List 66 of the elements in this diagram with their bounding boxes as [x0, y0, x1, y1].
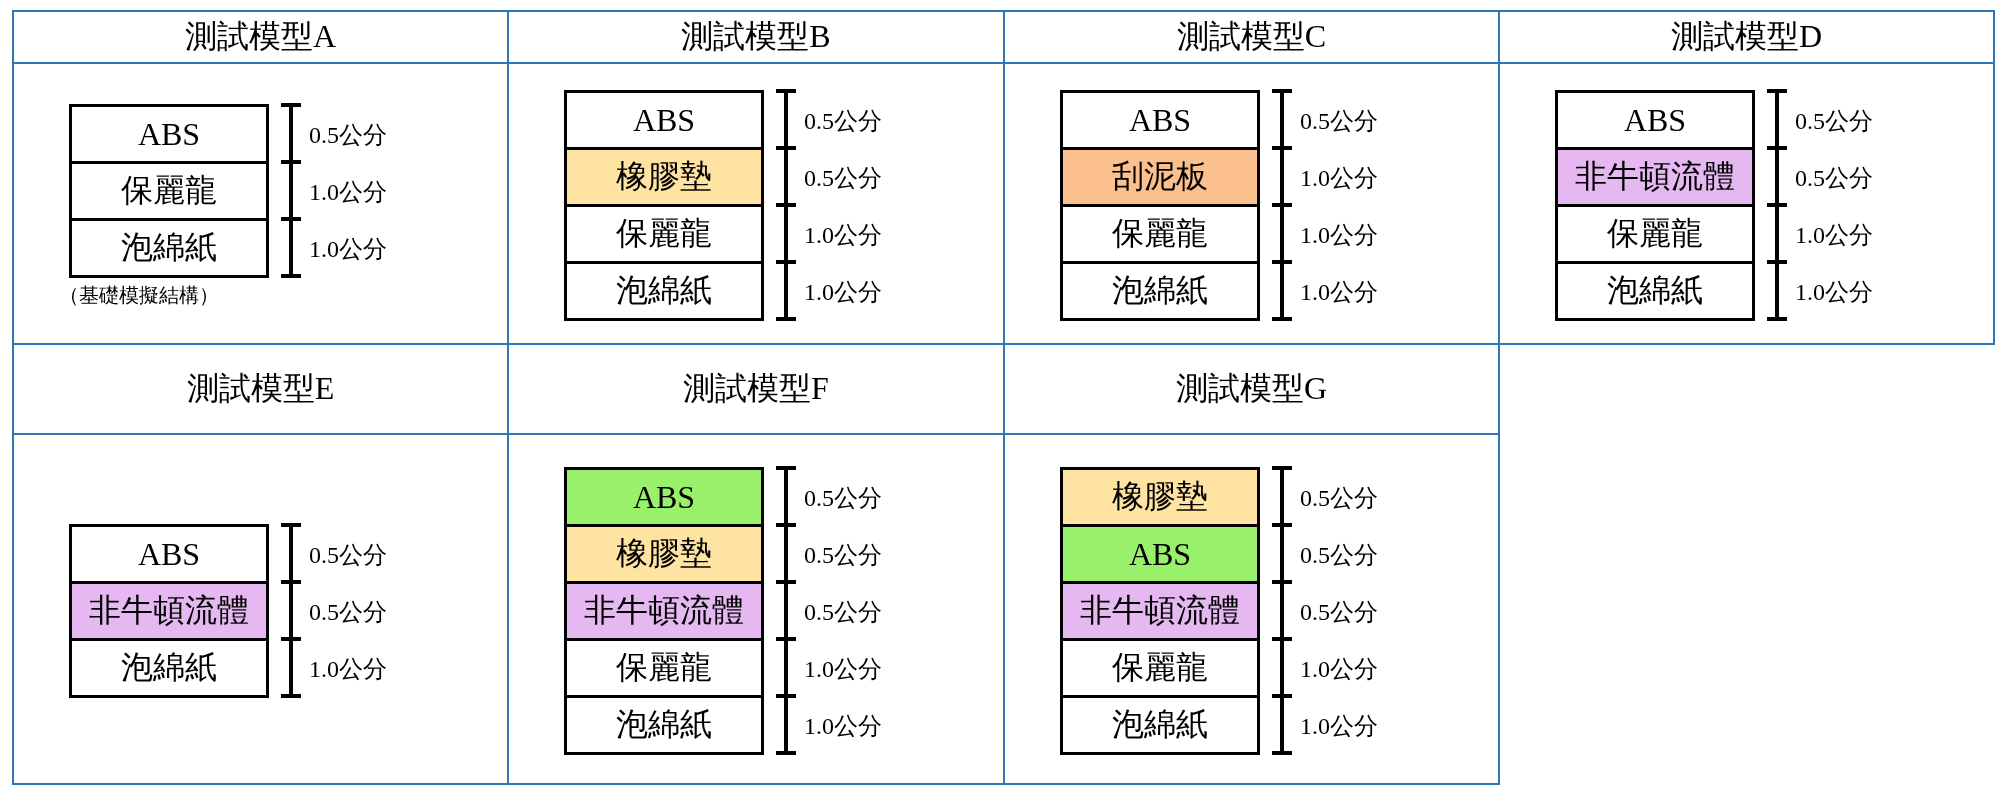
- layer-box: 泡綿紙: [564, 695, 764, 755]
- dimension-label: 0.5公分: [804, 107, 882, 136]
- dimension-label: 0.5公分: [309, 598, 387, 627]
- dimension-label: 0.5公分: [309, 541, 387, 570]
- dimension-label: 1.0公分: [1300, 278, 1378, 307]
- table-panel: [1003, 343, 1500, 785]
- dimension-label: 1.0公分: [309, 655, 387, 684]
- panel-heading: 測試模型A: [14, 12, 507, 64]
- dimension-label: 0.5公分: [1300, 541, 1378, 570]
- panel-heading: 測試模型B: [509, 12, 1003, 64]
- table-panel: [12, 343, 509, 785]
- layer-box: 泡綿紙: [564, 261, 764, 321]
- dimension-label: 1.0公分: [1795, 221, 1873, 250]
- layer-box: 保麗龍: [1555, 204, 1755, 264]
- dimension-label: 1.0公分: [309, 178, 387, 207]
- layer-box: ABS: [1060, 524, 1260, 584]
- layer-box: 保麗龍: [564, 638, 764, 698]
- layer-box: 泡綿紙: [1555, 261, 1755, 321]
- dimension-label: 0.5公分: [1300, 107, 1378, 136]
- panel-heading: 測試模型G: [1005, 345, 1498, 435]
- dimension-label: 1.0公分: [1300, 655, 1378, 684]
- dimension-label: 0.5公分: [804, 541, 882, 570]
- dimension-label: 0.5公分: [1300, 484, 1378, 513]
- layer-box: 橡膠墊: [564, 524, 764, 584]
- dimension-label: 1.0公分: [1300, 712, 1378, 741]
- layer-box: ABS: [564, 90, 764, 150]
- layer-box: 橡膠墊: [1060, 467, 1260, 527]
- layer-box: ABS: [564, 467, 764, 527]
- layer-box: 保麗龍: [564, 204, 764, 264]
- layer-box: 橡膠墊: [564, 147, 764, 207]
- node-label: （基礎模擬結構）: [59, 283, 219, 308]
- table-panel: [1498, 10, 1995, 345]
- dimension-label: 0.5公分: [1300, 598, 1378, 627]
- layer-box: 非牛頓流體: [564, 581, 764, 641]
- dimension-label: 1.0公分: [309, 235, 387, 264]
- dimension-label: 0.5公分: [804, 598, 882, 627]
- dimension-label: 0.5公分: [804, 484, 882, 513]
- dimension-label: 1.0公分: [804, 221, 882, 250]
- layer-box: 非牛頓流體: [1060, 581, 1260, 641]
- layer-box: 泡綿紙: [69, 638, 269, 698]
- dimension-label: 1.0公分: [804, 712, 882, 741]
- table-panel: [12, 10, 509, 345]
- dimension-label: 1.0公分: [1300, 221, 1378, 250]
- dimension-label: 1.0公分: [804, 655, 882, 684]
- layer-box: ABS: [1555, 90, 1755, 150]
- layer-box: ABS: [69, 104, 269, 164]
- layer-box: 非牛頓流體: [1555, 147, 1755, 207]
- layer-box: 保麗龍: [1060, 638, 1260, 698]
- layer-box: 保麗龍: [69, 161, 269, 221]
- layer-box: ABS: [1060, 90, 1260, 150]
- dimension-label: 0.5公分: [1795, 164, 1873, 193]
- layer-box: 泡綿紙: [1060, 261, 1260, 321]
- panel-heading: 測試模型C: [1005, 12, 1498, 64]
- dimension-label: 0.5公分: [309, 121, 387, 150]
- layer-box: ABS: [69, 524, 269, 584]
- dimension-label: 1.0公分: [1300, 164, 1378, 193]
- dimension-label: 1.0公分: [804, 278, 882, 307]
- layer-box: 非牛頓流體: [69, 581, 269, 641]
- layer-box: 泡綿紙: [1060, 695, 1260, 755]
- panel-heading: 測試模型D: [1500, 12, 1993, 64]
- dimension-label: 1.0公分: [1795, 278, 1873, 307]
- dimension-label: 0.5公分: [804, 164, 882, 193]
- layer-box: 保麗龍: [1060, 204, 1260, 264]
- layer-box: 泡綿紙: [69, 218, 269, 278]
- dimension-label: 0.5公分: [1795, 107, 1873, 136]
- layer-box: 刮泥板: [1060, 147, 1260, 207]
